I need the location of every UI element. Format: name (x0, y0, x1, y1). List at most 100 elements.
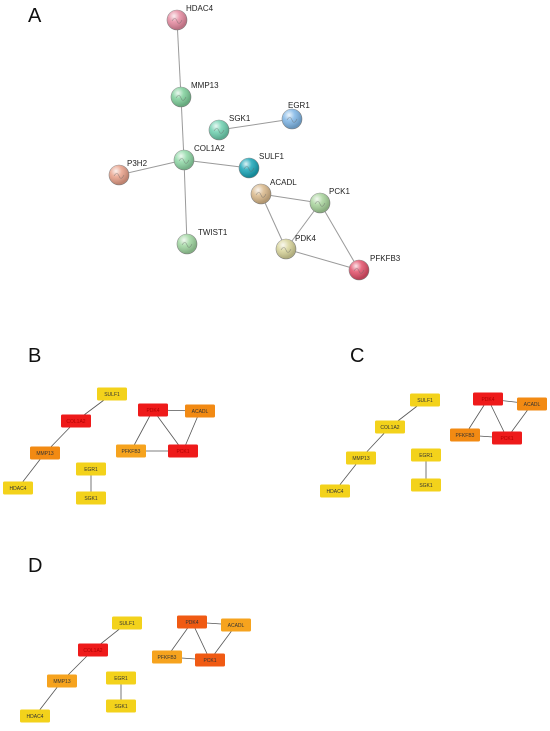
node-box (450, 428, 480, 442)
node-pck1[interactable]: PCK1 (309, 187, 350, 214)
edge-acadl-pck1 (182, 410, 201, 452)
node-acadl[interactable]: ACADL (517, 397, 547, 411)
node-label: PDK4 (146, 408, 159, 414)
node-acadl[interactable]: ACADL (221, 618, 251, 632)
node-label: PDK4 (185, 620, 198, 626)
node-ball-shine (209, 120, 229, 140)
node-label: HDAC4 (10, 486, 27, 492)
node-sulf1[interactable]: SULF1 (112, 616, 142, 630)
node-mmp13[interactable]: MMP13 (47, 674, 77, 688)
node-sulf1[interactable]: SULF1 (410, 393, 440, 407)
node-ball-shine (167, 10, 187, 30)
edge-col1a2-p3h2 (118, 159, 185, 176)
node-pdk4[interactable]: PDK4 (473, 392, 503, 406)
node-box (410, 393, 440, 407)
panel-letter-c: C (350, 345, 364, 367)
edge-pdk4-pfkfb3 (130, 409, 154, 452)
node-hdac4[interactable]: HDAC4 (166, 4, 214, 31)
node-label: EGR1 (84, 467, 98, 473)
node-box (320, 484, 350, 498)
node-sgk1[interactable]: SGK1 (208, 114, 251, 141)
node-label: PFKFB3 (158, 655, 177, 661)
node-mmp13[interactable]: MMP13 (30, 446, 60, 460)
node-box (492, 431, 522, 445)
node-acadl[interactable]: ACADL (250, 178, 297, 205)
node-sgk1[interactable]: SGK1 (106, 699, 136, 713)
node-pdk4[interactable]: PDK4 (138, 403, 168, 417)
node-box (168, 444, 198, 458)
node-ball-shine (177, 234, 197, 254)
node-label: PCK1 (500, 436, 513, 442)
node-label: COL1A2 (83, 648, 102, 654)
node-box (47, 674, 77, 688)
node-sulf1[interactable]: SULF1 (97, 387, 127, 401)
node-sulf1[interactable]: SULF1 (238, 152, 284, 179)
node-sgk1[interactable]: SGK1 (76, 491, 106, 505)
node-ball-shine (282, 109, 302, 129)
node-label: HDAC4 (186, 4, 214, 13)
node-label: ACADL (228, 623, 245, 629)
node-hdac4[interactable]: HDAC4 (320, 484, 350, 498)
node-ball-shine (276, 239, 296, 259)
node-p3h2[interactable]: P3H2 (108, 159, 148, 186)
node-egr1[interactable]: EGR1 (411, 448, 441, 462)
node-label: PDK4 (481, 397, 494, 403)
node-box (411, 448, 441, 462)
node-box (20, 709, 50, 723)
node-label: EGR1 (114, 676, 128, 682)
protein-structure-icon (113, 173, 125, 179)
edge-pck1-pfkfb3 (319, 202, 360, 271)
edge-col1a2-twist1 (183, 159, 188, 245)
node-pfkfb3[interactable]: PFKFB3 (348, 254, 401, 281)
node-mmp13[interactable]: MMP13 (170, 81, 219, 108)
protein-structure-icon (213, 128, 225, 134)
node-sgk1[interactable]: SGK1 (411, 478, 441, 492)
node-col1a2[interactable]: COL1A2 (375, 420, 405, 434)
node-box (106, 671, 136, 685)
node-pfkfb3[interactable]: PFKFB3 (116, 444, 146, 458)
panel-letter-b: B (28, 345, 41, 367)
node-egr1[interactable]: EGR1 (106, 671, 136, 685)
node-ball-shine (109, 165, 129, 185)
node-mmp13[interactable]: MMP13 (346, 451, 376, 465)
node-label: SGK1 (419, 483, 433, 489)
node-box (116, 444, 146, 458)
protein-structure-icon (243, 166, 255, 172)
node-label: PFKFB3 (370, 254, 401, 263)
node-label: SGK1 (114, 704, 128, 710)
node-egr1[interactable]: EGR1 (281, 101, 310, 130)
node-label: PCK1 (176, 449, 189, 455)
node-label: PDK4 (295, 234, 316, 243)
node-egr1[interactable]: EGR1 (76, 462, 106, 476)
node-label: EGR1 (419, 453, 433, 459)
node-label: SULF1 (104, 392, 120, 398)
node-box (375, 420, 405, 434)
node-hdac4[interactable]: HDAC4 (20, 709, 50, 723)
node-pdk4[interactable]: PDK4 (177, 615, 207, 629)
node-pck1[interactable]: PCK1 (168, 444, 198, 458)
node-acadl[interactable]: ACADL (185, 404, 215, 418)
node-col1a2[interactable]: COL1A2 (173, 144, 225, 171)
node-label: COL1A2 (194, 144, 225, 153)
node-pck1[interactable]: PCK1 (492, 431, 522, 445)
node-col1a2[interactable]: COL1A2 (78, 643, 108, 657)
protein-structure-icon (353, 268, 365, 274)
node-box (3, 481, 33, 495)
node-pck1[interactable]: PCK1 (195, 653, 225, 667)
node-box (195, 653, 225, 667)
node-twist1[interactable]: TWIST1 (176, 228, 228, 255)
protein-structure-icon (171, 18, 183, 24)
panel-letter-d: D (28, 555, 42, 577)
node-pfkfb3[interactable]: PFKFB3 (152, 650, 182, 664)
node-pdk4[interactable]: PDK4 (275, 234, 316, 260)
edge-col1a2-sulf1 (183, 159, 250, 169)
node-label: MMP13 (352, 456, 369, 462)
node-box (97, 387, 127, 401)
node-label: SULF1 (119, 621, 135, 627)
node-hdac4[interactable]: HDAC4 (3, 481, 33, 495)
node-label: PFKFB3 (456, 433, 475, 439)
node-col1a2[interactable]: COL1A2 (61, 414, 91, 428)
node-pfkfb3[interactable]: PFKFB3 (450, 428, 480, 442)
